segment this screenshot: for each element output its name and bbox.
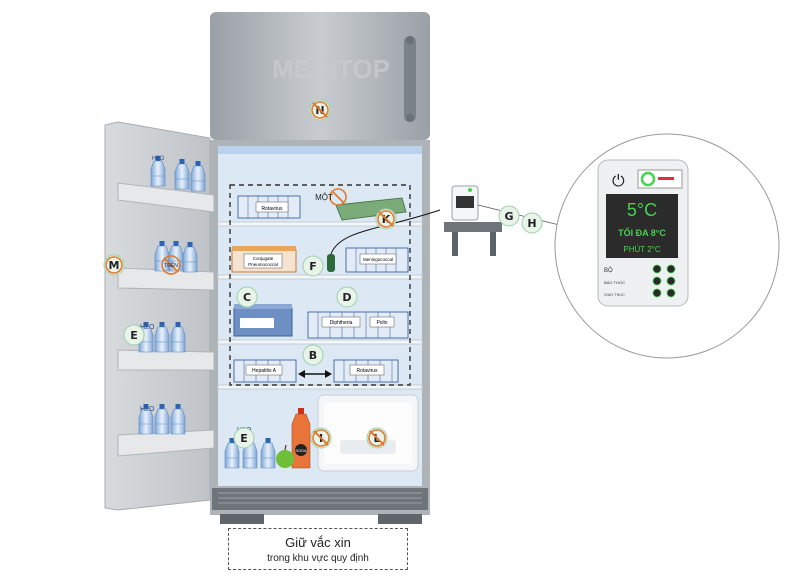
marker-g: G: [498, 205, 520, 227]
svg-text:E: E: [130, 329, 138, 342]
svg-text:Conjugate: Conjugate: [253, 256, 274, 261]
marker-c: C: [236, 286, 258, 308]
svg-text:Meningococcal: Meningococcal: [363, 257, 393, 262]
basket-top-left: Rotavirus: [237, 195, 301, 219]
svg-text:Pneumococcal: Pneumococcal: [248, 262, 278, 267]
brand-watermark: MEDITOP: [272, 54, 390, 84]
basket-conjugate: Conjugate Pneumococcal: [231, 246, 297, 273]
current-temperature: 5°C: [627, 200, 657, 220]
tray-green: [335, 197, 407, 221]
caption-box: Giữ vắc xin trong khu vực quy định: [228, 528, 408, 570]
marker-m: M: [103, 254, 125, 276]
annotation-tren: TRÊN: [161, 255, 181, 275]
caption-line-2: trong khu vực quy định: [267, 553, 369, 564]
marker-b: B: [302, 344, 324, 366]
svg-text:M: M: [109, 259, 120, 272]
bottom-vent: [212, 488, 428, 510]
svg-text:F: F: [309, 260, 317, 273]
thermometer-probe: [327, 209, 441, 272]
svg-text:MỘT: MỘT: [315, 193, 333, 202]
designated-storage-zone: [229, 184, 411, 386]
marker-d: D: [336, 286, 358, 308]
svg-text:C: C: [243, 291, 251, 304]
basket-hepatitis: Hepatitis A: [233, 359, 297, 383]
svg-text:H: H: [527, 217, 536, 230]
svg-text:E: E: [240, 432, 248, 445]
apple: [276, 444, 294, 468]
svg-text:H2O: H2O: [140, 406, 155, 413]
label-rotavirus-top: Rotavirus: [261, 206, 283, 212]
basket-meningococcal: Meningococcal: [345, 247, 409, 273]
soda-bottle: SODA: [291, 408, 311, 469]
svg-text:Rotavirus: Rotavirus: [356, 368, 378, 374]
arrow-spacing: [298, 370, 332, 378]
status-ok-icon: [640, 171, 656, 187]
marker-k: K: [375, 208, 397, 230]
svg-text:Hepatitis A: Hepatitis A: [252, 368, 277, 374]
power-icon: ⏻: [612, 173, 625, 190]
monitor-display: [606, 194, 678, 258]
btn-label-1: BỘ: [604, 267, 613, 274]
marker-i: I: [310, 427, 332, 449]
min-temperature: PHÚT 2°C: [623, 245, 661, 254]
freezer-handle: [404, 36, 416, 122]
marker-e-bottom: E: [233, 427, 255, 449]
basket-rotavirus-bottom: Rotavirus: [333, 359, 399, 383]
svg-text:H2O: H2O: [140, 324, 155, 331]
svg-text:B: B: [309, 349, 317, 362]
vaccine-box-c: [233, 304, 293, 337]
marker-e-door: E: [123, 324, 145, 346]
btn-label-3: CHẠY THỰC: [604, 293, 625, 297]
svg-text:Polio: Polio: [376, 320, 387, 326]
temperature-monitor-small: [444, 185, 502, 256]
btn-label-2: BÁO THỨC: [604, 280, 625, 285]
marker-n: N: [309, 99, 331, 121]
svg-text:G: G: [504, 210, 513, 223]
caption-line-1: Giữ vắc xin: [285, 535, 351, 550]
freezer-compartment: [210, 12, 430, 140]
marker-h: H: [521, 212, 543, 234]
svg-text:TRÊN: TRÊN: [164, 261, 178, 269]
bottle-label: H2O: [152, 156, 165, 162]
max-temperature: TỐI ĐA 8°C: [618, 227, 666, 238]
minus-icon: [658, 177, 674, 180]
svg-text:Diphtheria: Diphtheria: [330, 320, 353, 326]
soda-label: SODA: [295, 448, 307, 453]
svg-text:D: D: [342, 291, 351, 304]
marker-l: L: [366, 427, 388, 449]
annotation-mot: MỘT: [315, 188, 347, 206]
marker-f: F: [302, 255, 324, 277]
monitor-zoom: ⏻ 5°C TỐI ĐA 8°C PHÚT 2°C BỘ BÁO THỨC CH…: [554, 133, 780, 359]
monitor-buttons[interactable]: [652, 264, 676, 298]
basket-diphtheria: Diphtheria Polio: [307, 311, 409, 339]
